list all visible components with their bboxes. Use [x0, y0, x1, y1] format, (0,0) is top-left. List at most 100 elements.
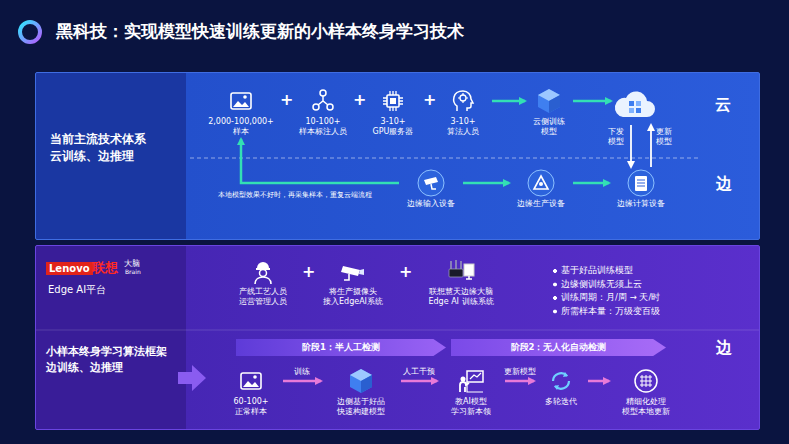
node-caption: 将生产摄像头 接入EdgeAI系统: [317, 287, 389, 307]
stage-bar: 阶段2：无人化自动检测: [451, 339, 666, 356]
text-label: 联想: [92, 259, 118, 277]
icon-node: 边缘计算设备: [611, 169, 671, 209]
icon-node: 教AI模型 学习新本领: [439, 367, 503, 417]
edge-label: 训练: [294, 367, 310, 377]
node-caption: 产线工艺人员 运营管理人员: [228, 287, 298, 307]
flow-arrow: [401, 380, 437, 383]
icon-node: 60-100+ 正常样本: [221, 367, 281, 417]
divider-line: [36, 330, 759, 331]
icon: [339, 257, 367, 285]
icon-node: 边缘生产设备: [511, 169, 571, 209]
flow-arrow: [650, 125, 652, 167]
bullet-item: 基于好品训练模型: [552, 264, 660, 278]
icon-node: 产线工艺人员 运营管理人员: [228, 257, 298, 307]
edge-label: 本地模型效果不好时，再采集样本，重复云端流程: [218, 191, 372, 200]
edge-label: 人工干预: [403, 367, 435, 377]
node-caption: 教AI模型 学习新本领: [439, 397, 503, 417]
title: 黑科技：实现模型快速训练更新的小样本终身学习技术: [56, 20, 464, 43]
node-caption: 云侧训练 模型: [527, 117, 571, 137]
edge-label: 更新 模型: [656, 127, 684, 147]
icon: [527, 169, 555, 197]
icon-node: 2,000-100,000+ 样本: [205, 87, 277, 137]
icon: [379, 87, 407, 115]
icon-node: 云: [613, 87, 731, 123]
panel-heading: 小样本终身学习算法框架 边训练、边推理: [46, 344, 181, 376]
node-caption: 3-10+ 算法人员: [436, 117, 490, 137]
edge-label: 更新模型: [504, 367, 536, 377]
icon: [447, 257, 475, 285]
flow-arrow: [630, 125, 632, 167]
flow-arrow: [283, 380, 321, 383]
icon-node: 3-10+ 算法人员: [436, 87, 490, 137]
bullet-item: 边缘侧训练无须上云: [552, 278, 660, 292]
text-label: Brain: [125, 268, 141, 275]
stage-bar: 阶段1：半人工检测: [236, 339, 446, 356]
icon: [627, 169, 655, 197]
icon-node: 将生产摄像头 接入EdgeAI系统: [317, 257, 389, 307]
text-label: 大脑: [124, 258, 140, 269]
flow-arrow: [573, 100, 611, 103]
node-caption: 边侧基于好品 快速构建模型: [323, 397, 399, 417]
divider-line: [190, 158, 700, 159]
icon: [535, 87, 563, 115]
node-caption: 3-10+ GPU服务器: [366, 117, 420, 137]
node-caption: 精细化处理 模型本地更新: [611, 397, 681, 417]
text-label: 边: [716, 338, 732, 359]
node-caption: 边缘输入设备: [407, 199, 455, 209]
stage-label: 阶段2：无人化自动检测: [451, 339, 666, 356]
text-label: Lenovo: [46, 262, 93, 275]
flow-arrow: [492, 100, 525, 103]
region-letter: 云: [715, 95, 731, 115]
node-caption: 2,000-100,000+ 样本: [205, 117, 277, 137]
bullet-item: 训练周期：月/周 → 天/时: [552, 291, 660, 305]
node-caption: 60-100+ 正常样本: [221, 397, 281, 417]
node-caption: 10-100+ 样本标注人员: [295, 117, 351, 137]
icon: [249, 257, 277, 285]
icon-node: 云侧训练 模型: [527, 87, 571, 137]
icon-node: 精细化处理 模型本地更新: [611, 367, 681, 417]
icon: [227, 87, 255, 115]
icon-node: 边缘输入设备: [401, 169, 461, 209]
icon: [309, 87, 337, 115]
icon: [632, 367, 660, 395]
flow-arrow: [463, 182, 509, 185]
icon: [417, 169, 445, 197]
text-label: 边: [716, 174, 732, 195]
flow-arrow: [241, 139, 399, 183]
icon-node: 10-100+ 样本标注人员: [295, 87, 351, 137]
panel-heading: 当前主流技术体系 云训练、边推理: [50, 131, 168, 166]
text-label: Edge AI平台: [48, 283, 106, 297]
flow-arrow: [588, 380, 609, 383]
icon: [613, 87, 657, 123]
node-caption: 边缘计算设备: [617, 199, 665, 209]
node-caption: 多轮迭代: [545, 397, 577, 407]
bullet-list: 基于好品训练模型边缘侧训练无须上云训练周期：月/周 → 天/时所需样本量：万级变…: [546, 261, 666, 321]
icon-node: 多轮迭代: [536, 367, 586, 407]
icon: [547, 367, 575, 395]
flow-arrow: [573, 182, 609, 185]
icon: [457, 367, 485, 395]
icon-node: 3-10+ GPU服务器: [366, 87, 420, 137]
title-ring: [20, 22, 40, 42]
text-label: +: [302, 262, 315, 281]
node-caption: 边缘生产设备: [517, 199, 565, 209]
bullet-item: 所需样本量：万级变百级: [552, 305, 660, 319]
text-label: +: [353, 90, 366, 109]
icon: [237, 367, 265, 395]
chevron-arrow: [178, 365, 206, 391]
icon-node: 联想慧天边缘大脑 Edge AI 训练系统: [421, 257, 501, 307]
flow-arrow: [505, 380, 534, 383]
icon-node: 边侧基于好品 快速构建模型: [323, 367, 399, 417]
text-label: +: [423, 90, 436, 109]
icon: [347, 367, 375, 395]
text-label: +: [399, 262, 412, 281]
edge-label: 下发 模型: [596, 127, 624, 147]
text-label: +: [280, 90, 293, 109]
stage-label: 阶段1：半人工检测: [236, 339, 446, 356]
icon: [449, 87, 477, 115]
node-caption: 联想慧天边缘大脑 Edge AI 训练系统: [421, 287, 501, 307]
band-panel: 小样本终身学习算法框架 边训练、边推理 产线工艺人员 运营管理人员将生产摄像头 接…: [35, 245, 760, 430]
